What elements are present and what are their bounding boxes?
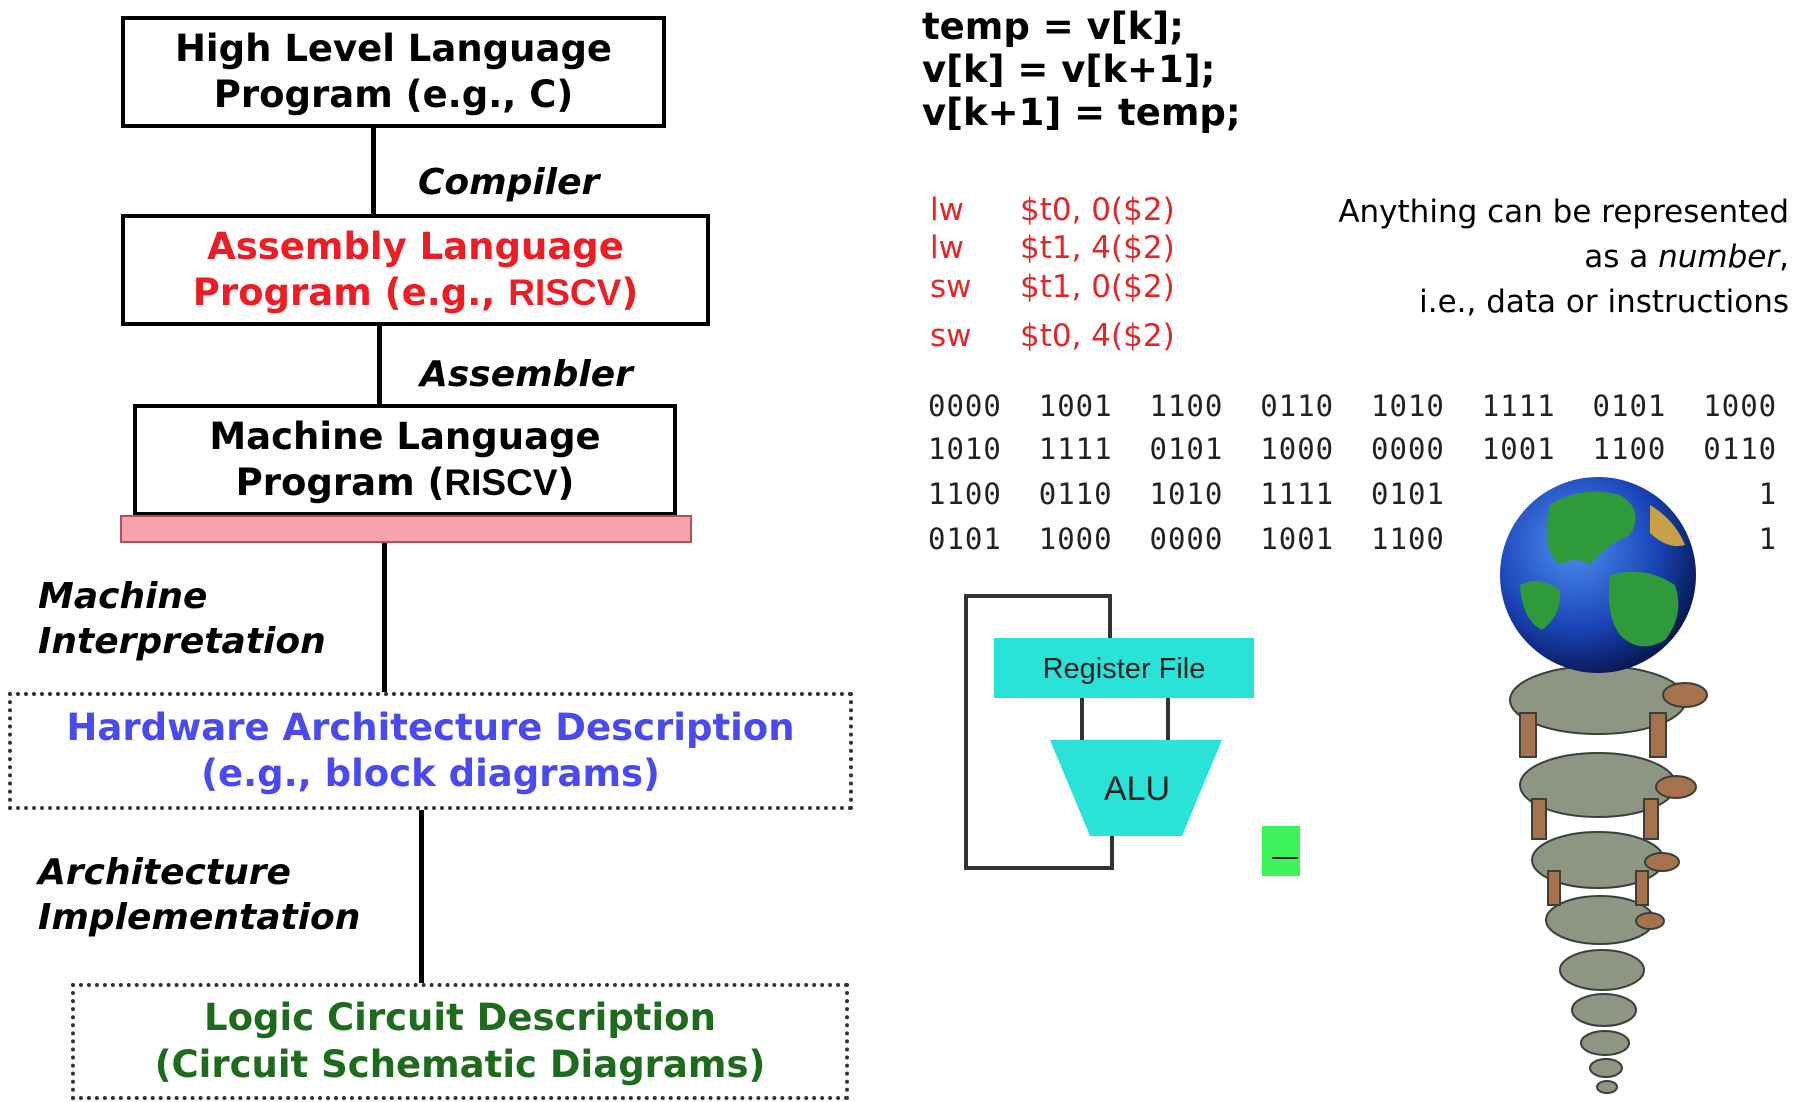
note-line-2: as a number, [1584, 238, 1789, 275]
hll-line-1: High Level Language [174, 26, 613, 70]
binary-row-3: 1100 0110 1010 1111 0101 1 [928, 477, 1778, 511]
logic-circuit-box: Logic Circuit Description (Circuit Schem… [71, 983, 849, 1100]
logic-line-1: Logic Circuit Description [204, 996, 716, 1040]
block-diagram: Register File ALU [964, 594, 1300, 876]
alu-label: ALU [1104, 770, 1170, 808]
binary-row-2: 1010 1111 0101 1000 0000 1001 1100 0110 [928, 432, 1778, 466]
globe-continents [1520, 491, 1685, 647]
c-code-line-3: v[k+1] = temp; [922, 91, 1241, 134]
green-block [1262, 826, 1300, 876]
binary-row-1: 0000 1001 1100 0110 1010 1111 0101 1000 [928, 389, 1778, 423]
c-code-line-1: temp = v[k]; [922, 5, 1184, 48]
machine-language-band [120, 515, 692, 543]
representation-note: Anything can be represented as a number,… [1338, 190, 1789, 325]
high-level-language-box: High Level Language Program (e.g., C) [121, 16, 666, 128]
register-file-label: Register File [1043, 653, 1206, 685]
ml-line-1: Machine Language [209, 414, 601, 458]
assembly-language-box: Assembly Language Program (e.g., RISCV) [121, 214, 710, 326]
machine-language-box: Machine Language Program (RISCV) [133, 404, 677, 516]
hll-line-2: Program (e.g., C) [213, 73, 574, 116]
globe-on-turtles-illustration [1500, 477, 1708, 1094]
note-line-1: Anything can be represented [1338, 194, 1789, 230]
register-file-block [994, 638, 1254, 698]
machine-interpretation-label: Machine Interpretation [38, 576, 326, 662]
turtle-stack [1509, 665, 1708, 1094]
connector-hw-logic [419, 810, 424, 985]
note-line-3: i.e., data or instructions [1419, 283, 1789, 320]
architecture-implementation-label: Architecture Implementation [38, 852, 361, 938]
connector-asm-ml [377, 326, 382, 406]
logic-line-2: (Circuit Schematic Diagrams) [154, 1042, 766, 1086]
ml-line-2: Program (RISCV) [235, 461, 575, 504]
alu-block [1050, 740, 1222, 836]
hw-line-1: Hardware Architecture Description [66, 705, 795, 749]
assembler-label: Assembler [420, 354, 633, 395]
binary-row-4: 0101 1000 0000 1001 1100 1 [928, 522, 1778, 556]
hw-line-2: (e.g., block diagrams) [201, 752, 660, 795]
c-code-line-2: v[k] = v[k+1]; [922, 48, 1216, 91]
hardware-architecture-box: Hardware Architecture Description (e.g.,… [8, 692, 853, 810]
connector-ml-hw [382, 543, 387, 693]
asm-line-2: Program (e.g., RISCV) [192, 271, 639, 314]
compiler-label: Compiler [418, 162, 600, 203]
asm-line-1: Assembly Language [207, 224, 624, 268]
connector-hll-asm [371, 128, 376, 216]
feedback-wire [964, 594, 1114, 870]
